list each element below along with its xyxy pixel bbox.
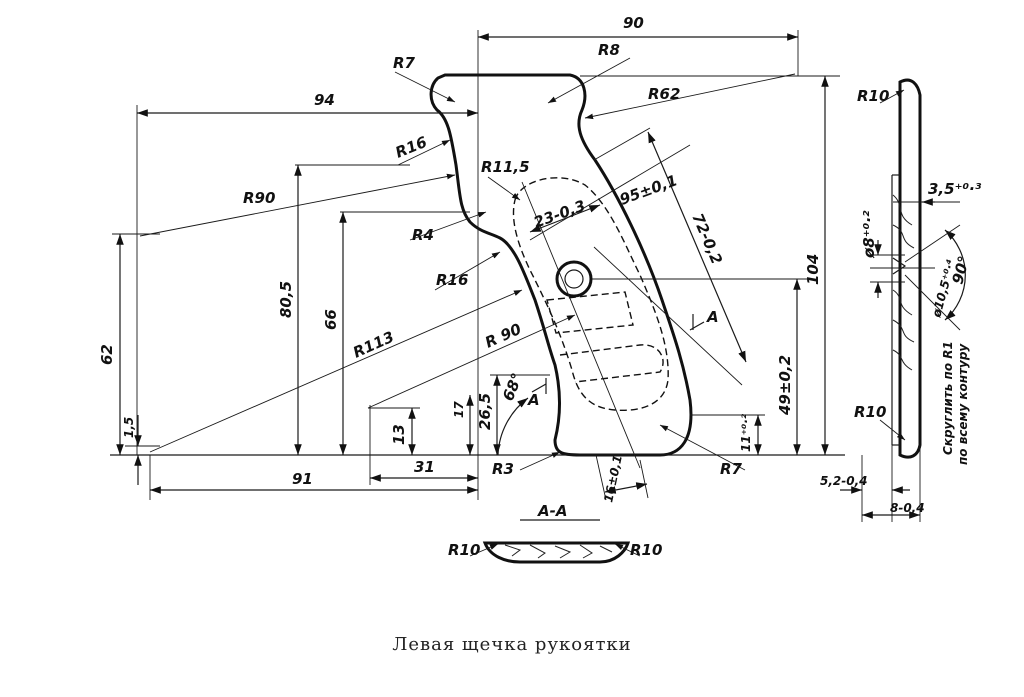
- dim-31: 31: [414, 458, 435, 476]
- note-round-line1: Скруглить по R1: [941, 341, 955, 455]
- inner-pocket-dashed: [512, 177, 669, 412]
- dim-91: 91: [292, 470, 313, 488]
- radius-r62: R62: [648, 85, 680, 103]
- radius-r10-side-top: R10: [857, 87, 889, 105]
- dim-8-dia: ø8⁺⁰·²: [860, 210, 878, 259]
- dim-80-5: 80,5: [277, 281, 295, 318]
- slot-dashed-1: [546, 291, 634, 334]
- dim-1-5: 1,5: [122, 417, 136, 438]
- radius-r11-5: R11,5: [481, 158, 530, 176]
- radius-r7-bottom: R7: [720, 460, 743, 478]
- dim-11: 11⁺⁰·²: [739, 413, 753, 452]
- dim-94: 94: [314, 91, 335, 109]
- radius-r4: R4: [412, 226, 434, 244]
- dim-17: 17: [452, 401, 466, 418]
- dim-104: 104: [804, 254, 822, 285]
- radius-r3: R3: [492, 460, 514, 478]
- dim-26-5: 26,5: [476, 393, 494, 430]
- dim-90-top: 90: [623, 14, 644, 32]
- dim-66: 66: [322, 309, 340, 330]
- dim-8: 8-0,4: [890, 501, 925, 515]
- dim-49: 49±0,2: [776, 355, 794, 416]
- dim-23: 23-0,3: [531, 196, 588, 231]
- section-a-a: [469, 519, 641, 564]
- figure-caption: Левая щечка рукоятки: [392, 634, 632, 655]
- dim-62: 62: [98, 344, 116, 365]
- dim-16: 16±0,1: [601, 454, 625, 504]
- radius-r8: R8: [598, 41, 620, 59]
- radius-r10-section-right: R10: [630, 541, 662, 559]
- mount-hole-inner: [564, 269, 584, 289]
- section-marker-bottom: А: [527, 391, 540, 409]
- radius-r16-top: R16: [393, 133, 430, 162]
- angle-90: 90°: [948, 254, 973, 286]
- radius-r90-left: R90: [243, 189, 275, 207]
- dim-5-2: 5,2-0,4: [820, 474, 868, 488]
- mount-hole-outer: [555, 260, 593, 298]
- dim-3-5: 3,5⁺⁰·³: [928, 180, 982, 198]
- radius-r113: R113: [350, 328, 396, 362]
- dim-95: 95±0,1: [617, 171, 680, 208]
- radius-r7-top: R7: [393, 54, 416, 72]
- section-marker-top: А: [706, 308, 719, 326]
- section-a-a-label: А-А: [537, 502, 567, 520]
- slot-dashed-2: [559, 344, 664, 383]
- grip-plate-outline: [429, 73, 693, 457]
- radius-r16-mid: R16: [436, 271, 468, 289]
- note-round-line2: по всему контуру: [956, 343, 970, 465]
- radius-r10-side-bottom: R10: [854, 403, 886, 421]
- side-view: [840, 78, 966, 522]
- radius-r10-section-left: R10: [448, 541, 480, 559]
- dim-13: 13: [390, 424, 408, 445]
